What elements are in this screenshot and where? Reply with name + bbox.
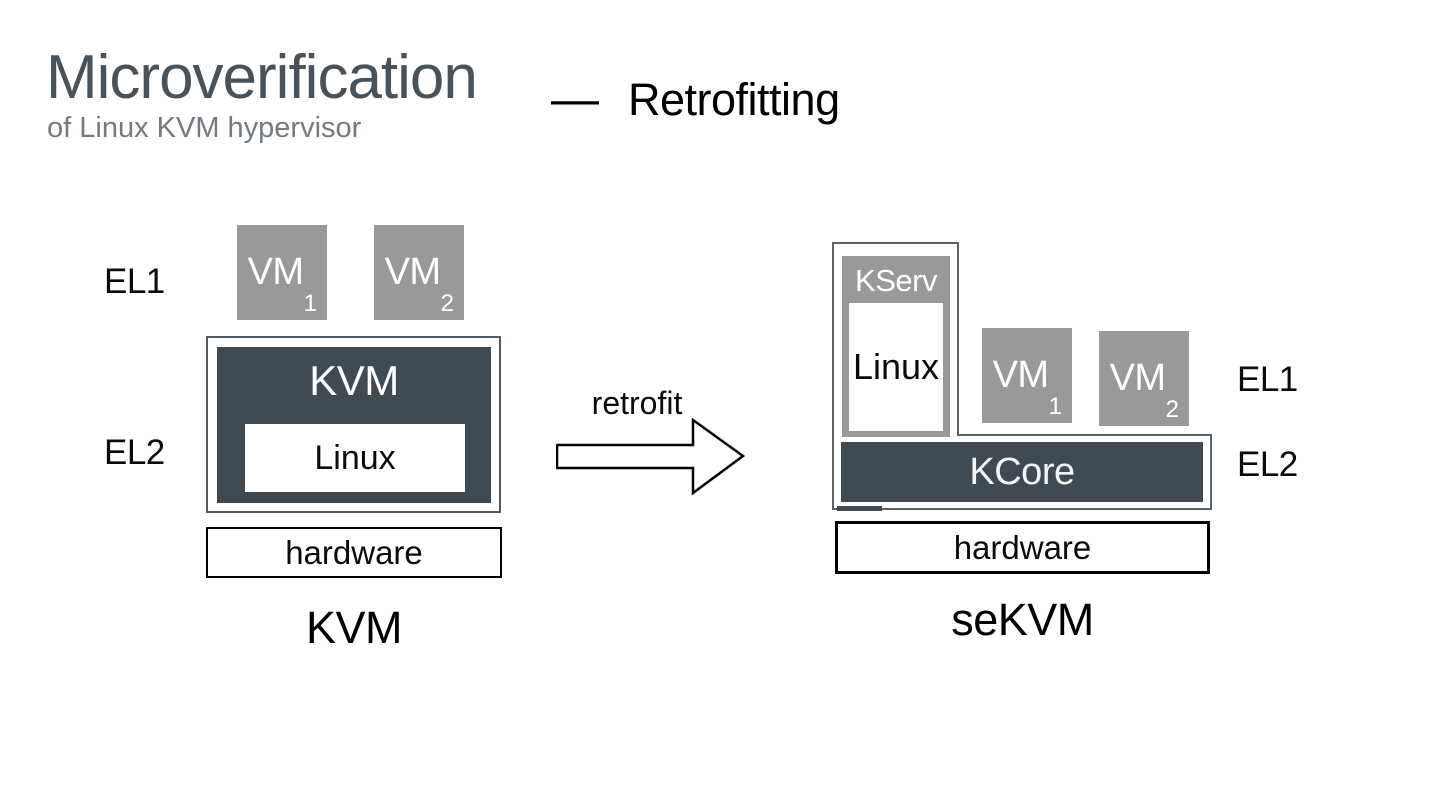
left-vm2-subscript: 2 — [440, 289, 454, 317]
right-kcore-label: KCore — [969, 450, 1075, 493]
retrofit-arrow-label: retrofit — [591, 385, 683, 421]
right-kserv-label: KServ — [855, 263, 937, 298]
left-hardware-label: hardware — [285, 533, 423, 571]
right-kcore-box: KCore — [841, 442, 1203, 502]
left-el1-label: EL1 — [104, 262, 165, 301]
right-el2-label: EL2 — [1237, 445, 1298, 484]
right-vm1-subscript: 1 — [1048, 392, 1062, 420]
right-diagram-caption: seKVM — [951, 594, 1094, 645]
right-hardware-label: hardware — [953, 528, 1092, 566]
left-linux-box: Linux — [245, 424, 465, 492]
right-container-bottom-notch — [837, 506, 882, 511]
left-vm1-subscript: 1 — [303, 289, 317, 317]
right-linux-box: Linux — [849, 303, 943, 431]
right-vm2-subscript: 2 — [1165, 395, 1179, 423]
page-title: Microverification — [46, 43, 478, 112]
section-title: Retrofitting — [628, 74, 840, 125]
left-kvm-label: KVM — [309, 357, 399, 404]
right-linux-label: Linux — [852, 346, 940, 387]
title-dash: — — [551, 73, 599, 126]
page-subtitle: of Linux KVM hypervisor — [47, 112, 362, 144]
right-vm1-label: VM — [992, 354, 1050, 396]
right-el1-label: EL1 — [1237, 360, 1298, 399]
left-el2-label: EL2 — [104, 433, 165, 472]
retrofit-arrow-icon — [556, 418, 746, 496]
left-vm1-label: VM — [247, 251, 305, 293]
right-vm2-label: VM — [1109, 357, 1167, 399]
left-linux-label: Linux — [314, 438, 396, 477]
right-hardware-box: hardware — [835, 521, 1210, 574]
left-hardware-box: hardware — [206, 527, 502, 578]
left-vm2-label: VM — [384, 251, 442, 293]
left-diagram-caption: KVM — [305, 602, 403, 653]
